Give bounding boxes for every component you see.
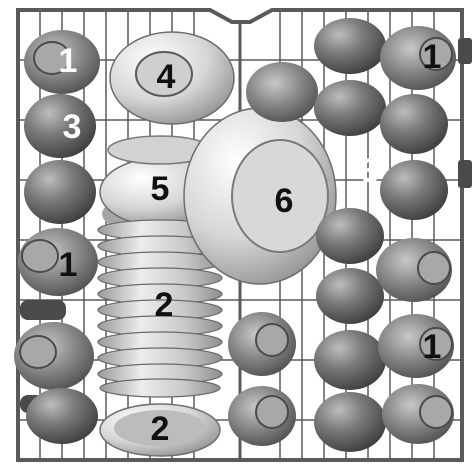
glass-lower-left xyxy=(14,322,94,390)
label-cup-left: 3 xyxy=(63,108,82,146)
label-bowl-bottom: 2 xyxy=(151,410,170,448)
glass-right-mid xyxy=(376,238,452,302)
cup-top-center xyxy=(246,62,318,122)
label-plate-stack: 2 xyxy=(155,286,174,324)
glass-center-bottom xyxy=(228,386,296,446)
label-glass-top-right: 1 xyxy=(423,38,442,76)
label-bowl-stack-mid: 5 xyxy=(151,170,170,208)
label-big-bowl: 6 xyxy=(275,182,294,220)
glass-bottom-right-lower xyxy=(382,384,454,444)
glass-bottom-right xyxy=(378,314,454,378)
big-bowl xyxy=(184,108,336,284)
label-glass-bottom-right: 1 xyxy=(423,328,442,366)
label-glass-top-left: 1 xyxy=(59,42,78,80)
cup-left xyxy=(24,94,96,158)
label-cup-right: 3 xyxy=(361,152,380,190)
label-glass-mid-left: 1 xyxy=(59,246,78,284)
cup-left-lower xyxy=(24,160,96,224)
glass-top-right xyxy=(380,26,456,90)
label-bowl-top: 4 xyxy=(157,58,176,96)
glass-center-low xyxy=(228,312,296,376)
glass-bottom-left xyxy=(26,388,98,444)
